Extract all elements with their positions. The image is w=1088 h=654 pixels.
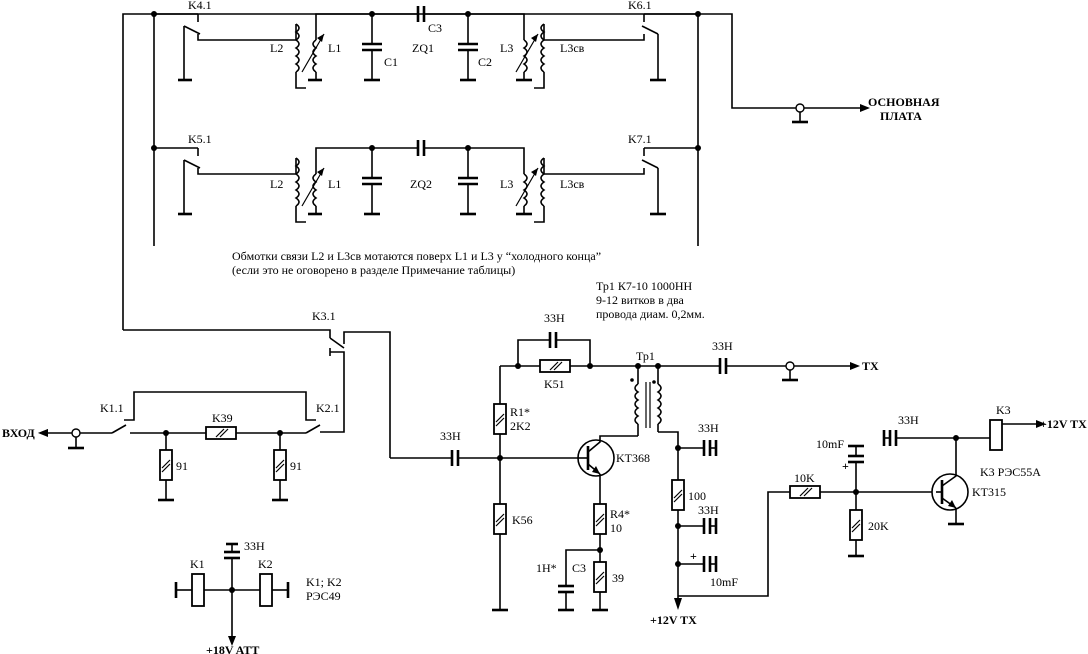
relay-desc-2: РЭС49 xyxy=(306,589,341,603)
winding-note-1: Обмотки связи L2 и L3св мотаются поверх … xyxy=(232,249,601,263)
k71-label: K7.1 xyxy=(628,132,652,146)
cin-label: 33H xyxy=(440,429,461,443)
r91b-label: 91 xyxy=(290,459,302,473)
zq1-label: ZQ1 xyxy=(412,41,434,55)
cfb-label: 33H xyxy=(544,311,565,325)
k51-res-label: K51 xyxy=(544,377,565,391)
k41-label: K4.1 xyxy=(188,0,212,12)
k51-label: K5.1 xyxy=(188,132,212,146)
r4-label-2: 10 xyxy=(610,521,622,535)
c1-label: C1 xyxy=(384,55,398,69)
main-board-label-2: ПЛАТА xyxy=(880,109,922,123)
c33-relay-label: 33H xyxy=(244,539,265,553)
r91a-label: 91 xyxy=(176,459,188,473)
k21-label: K2.1 xyxy=(316,401,340,415)
r39-label: 39 xyxy=(612,571,624,585)
l3svb-label: L3св xyxy=(560,177,585,191)
input-label: ВХОД xyxy=(2,426,35,440)
main-board-label-1: ОСНОВНАЯ xyxy=(868,95,940,109)
k11-label: K1.1 xyxy=(100,401,124,415)
c1n-label: 1H* xyxy=(536,561,557,575)
k31-label: K3.1 xyxy=(312,309,336,323)
c33a-label: 33H xyxy=(698,421,719,435)
c3-amp-label: C3 xyxy=(572,561,586,575)
plus18-label: +18V ATT xyxy=(206,643,259,654)
c3-label: C3 xyxy=(428,21,442,35)
kt315-label: KT315 xyxy=(972,485,1006,499)
l1-label: L1 xyxy=(328,41,341,55)
plus12-bottom-label: +12V TX xyxy=(650,613,697,627)
k56-label: K56 xyxy=(512,513,533,527)
c10mf-sw-label: 10mF xyxy=(816,437,844,451)
k1-label: K1 xyxy=(190,557,205,571)
filter-2: K5.1 L2 L1 ZQ2 L3 xyxy=(154,132,698,223)
k2-label: K2 xyxy=(258,557,273,571)
tx-label: TX xyxy=(862,359,879,373)
relay-coils: 33H K1 K2 K1; K2 РЭС49 +18V ATT xyxy=(174,539,342,654)
k61-label: K6.1 xyxy=(628,0,652,12)
r1-label-2: 2K2 xyxy=(510,419,531,433)
cout-label: 33H xyxy=(712,339,733,353)
tr1-note-3: провода диам. 0,2мм. xyxy=(596,307,705,321)
winding-note-2: (если это не оговорено в разделе Примеча… xyxy=(232,263,515,277)
tr1-note-2: 9-12 витков в два xyxy=(596,293,684,307)
tr1-label: Тр1 xyxy=(636,349,655,363)
c33b-label: 33H xyxy=(698,503,719,517)
tr1-note-1: Тр1 К7-10 1000НН xyxy=(596,279,693,293)
zq2-label: ZQ2 xyxy=(410,177,432,191)
filter-1: K4.1 L2 L1 C1 C3 ZQ1 C2 xyxy=(154,0,698,89)
relay-driver: 10K + 10mF 20K KT315 33H xyxy=(789,403,1087,558)
l2b-label: L2 xyxy=(270,177,283,191)
k3-type-label: K3 РЭС55А xyxy=(980,465,1041,479)
l1b-label: L1 xyxy=(328,177,341,191)
l3b-label: L3 xyxy=(500,177,513,191)
c10mf-amp-label: 10mF xyxy=(710,575,738,589)
k31-switch: K3.1 xyxy=(123,309,391,458)
filter-bank-bus xyxy=(122,11,870,330)
relay-desc-1: K1; K2 xyxy=(306,575,342,589)
r100-label: 100 xyxy=(688,489,706,503)
svg-text:+: + xyxy=(842,459,849,473)
l3sv-label: L3св xyxy=(560,41,585,55)
l3-label: L3 xyxy=(500,41,513,55)
r20k-label: 20K xyxy=(868,519,889,533)
r4-label-1: R4* xyxy=(610,507,630,521)
plus12-top-label: +12V TX xyxy=(1040,417,1087,431)
attenuator: ВХОД K1.1 K2.1 K39 91 xyxy=(2,391,340,502)
svg-text:+: + xyxy=(690,549,697,563)
c2-label: C2 xyxy=(478,55,492,69)
k3-label: K3 xyxy=(996,403,1011,417)
r1-label-1: R1* xyxy=(510,405,530,419)
c33-sw-label: 33H xyxy=(898,413,919,427)
kt368-label: KT368 xyxy=(616,451,650,465)
l2-label: L2 xyxy=(270,41,283,55)
r10k-label: 10K xyxy=(794,471,815,485)
amplifier: 33H R1* 2K2 K56 33H K51 xyxy=(390,311,879,627)
k39-label: K39 xyxy=(212,411,233,425)
